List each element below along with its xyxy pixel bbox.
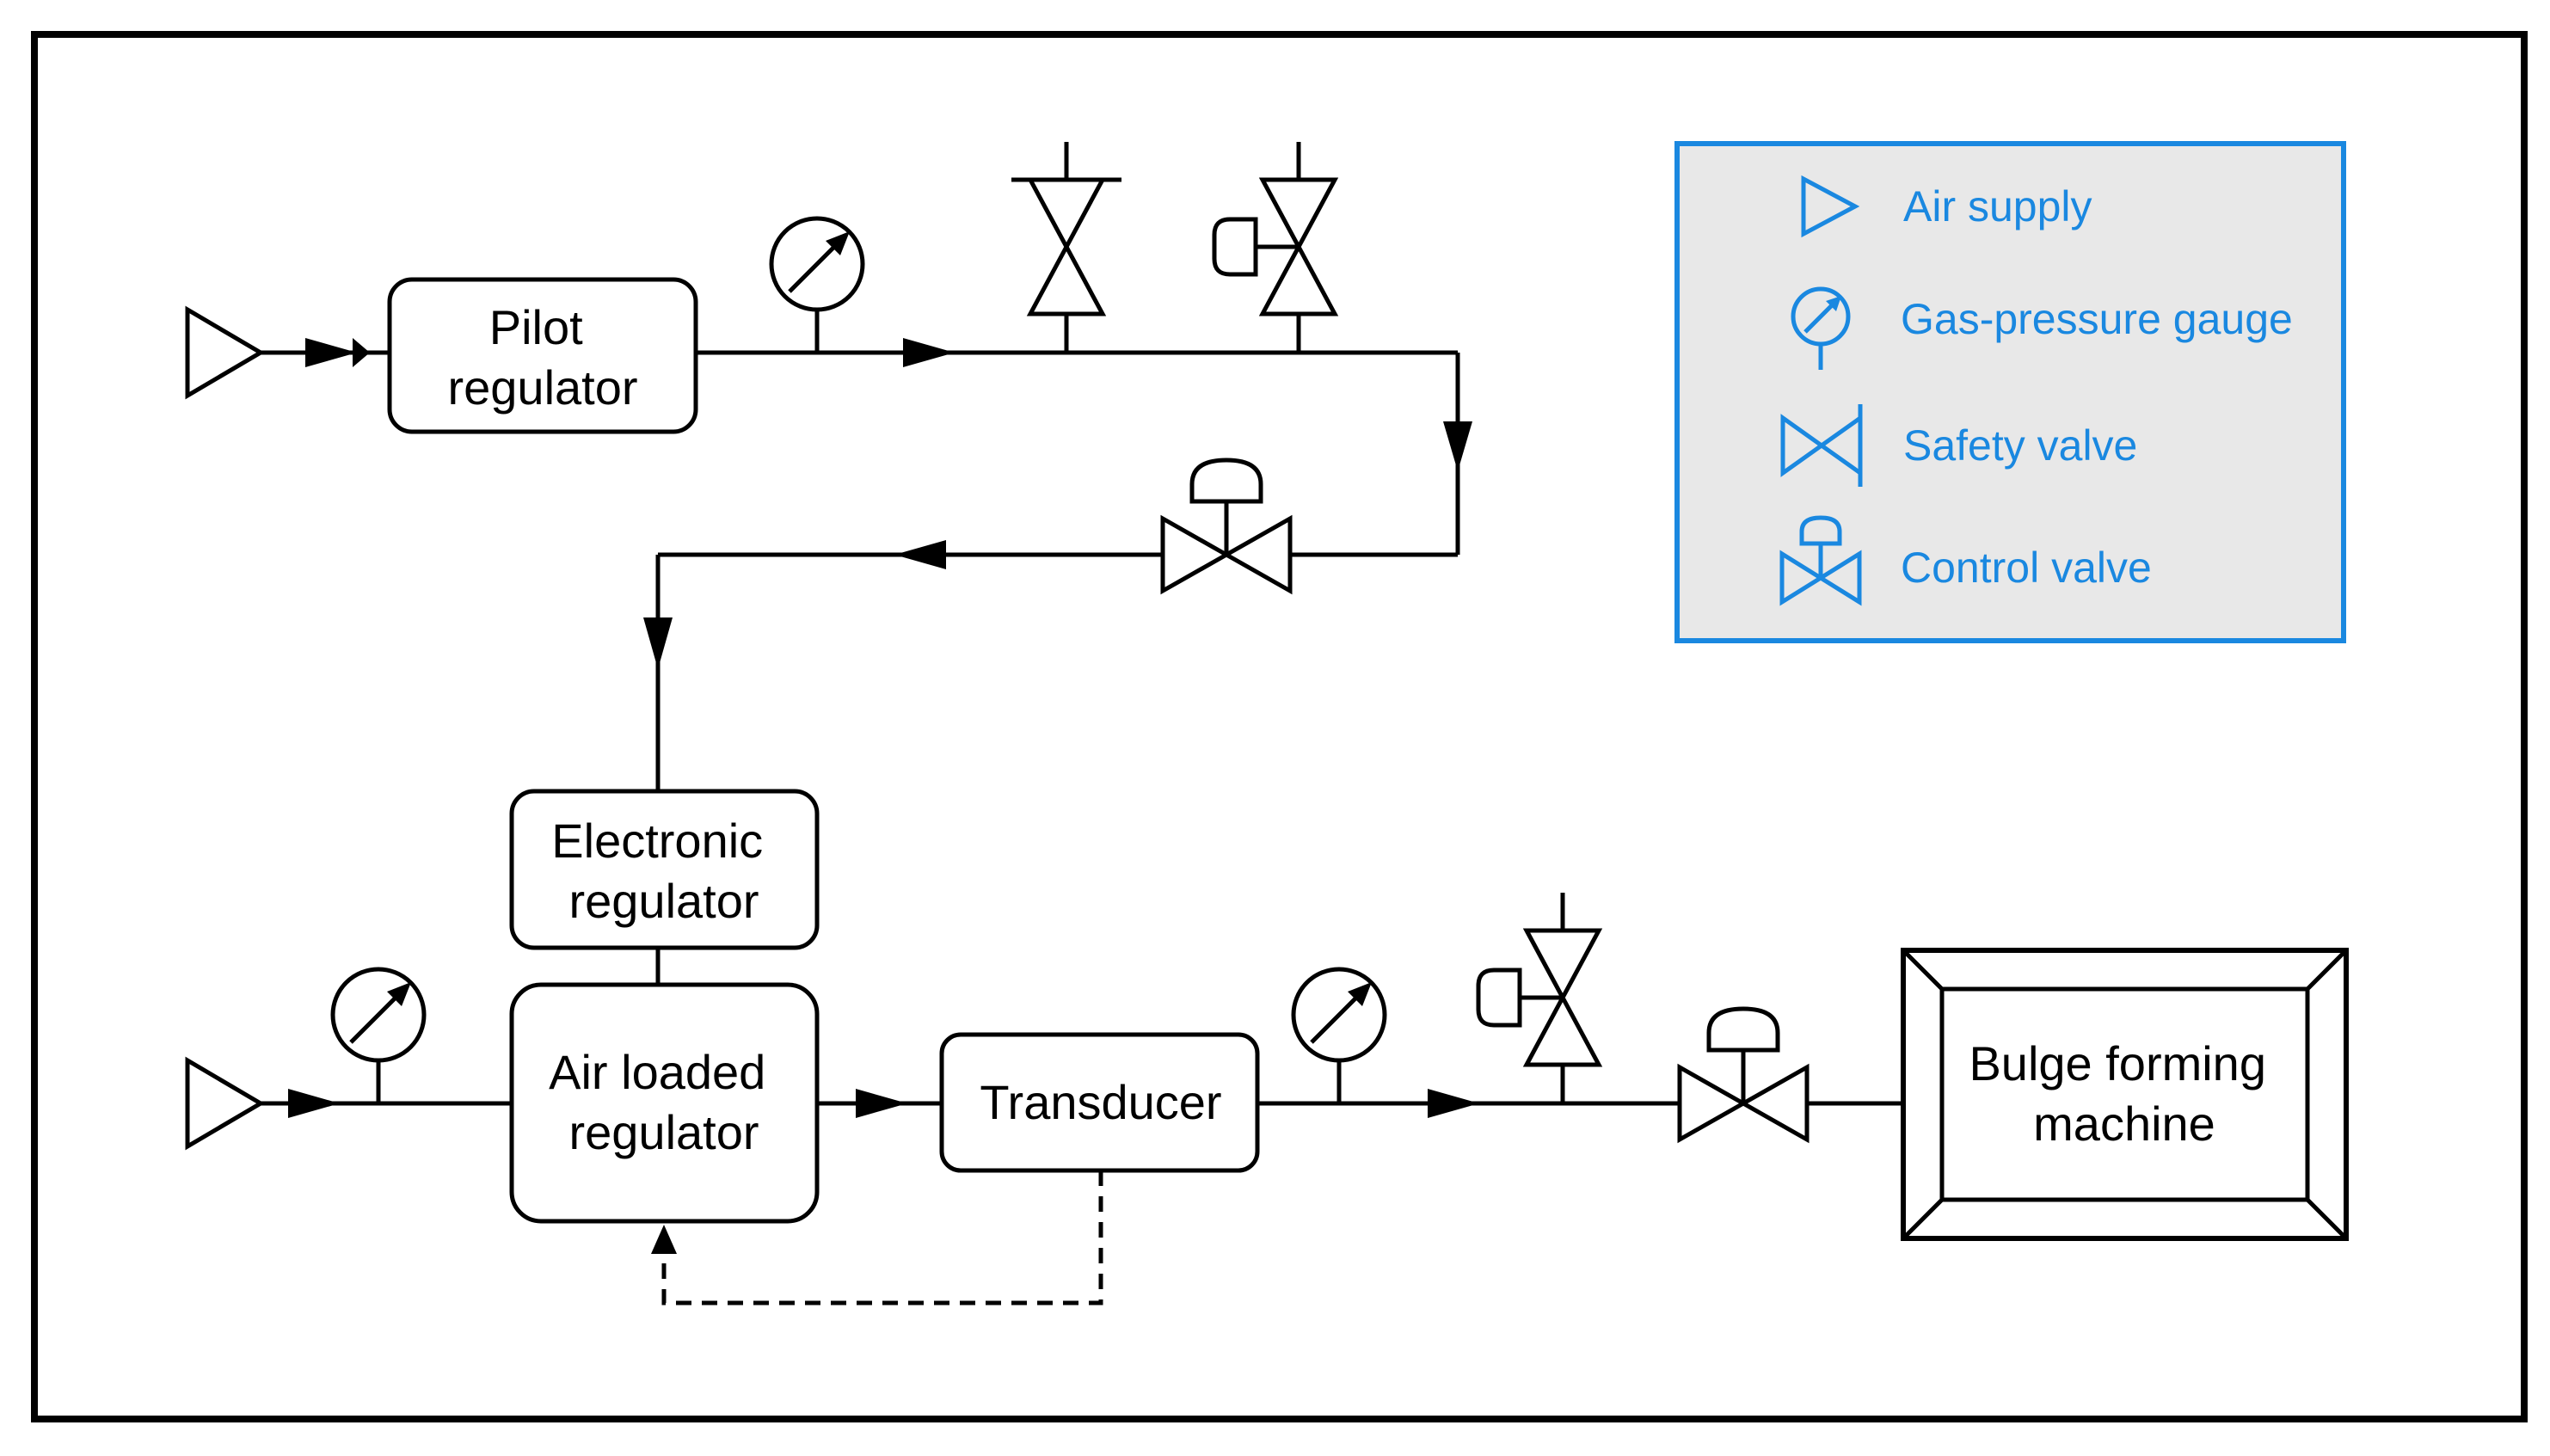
flow-arrow bbox=[643, 617, 673, 669]
top-hand-valve-icon bbox=[1011, 142, 1121, 353]
flow-arrow bbox=[353, 338, 370, 367]
pilot-regulator-block bbox=[387, 277, 698, 434]
bulge-forming-machine-label: Bulge forming machine bbox=[1969, 1036, 2279, 1151]
legend-label-control-valve: Control valve bbox=[1901, 544, 2152, 592]
mid-control-valve-icon bbox=[1163, 460, 1290, 591]
air-supply-icon bbox=[1801, 175, 1860, 238]
bottom-gas-pressure-gauge-icon bbox=[1293, 969, 1385, 1103]
legend-label-safety-valve: Safety valve bbox=[1903, 421, 2137, 470]
electronic-regulator-block bbox=[509, 789, 820, 950]
air-loaded-regulator-line1: Air loaded bbox=[549, 1045, 765, 1099]
bottom-safety-valve-icon bbox=[1478, 893, 1599, 1103]
electronic-regulator-line2: regulator bbox=[568, 874, 759, 928]
bulge-forming-machine-line2: machine bbox=[2033, 1097, 2215, 1151]
control-valve-icon bbox=[1779, 515, 1862, 606]
bottom-left-gas-pressure-gauge-icon bbox=[333, 969, 424, 1103]
bottom-air-supply-icon bbox=[187, 1060, 261, 1146]
legend-label-gas-pressure-gauge: Gas-pressure gauge bbox=[1901, 295, 2293, 343]
flow-arrow bbox=[856, 1089, 907, 1118]
feedback-arrow bbox=[651, 1225, 677, 1254]
flow-arrow bbox=[288, 1089, 340, 1118]
electronic-regulator-line1: Electronic bbox=[551, 814, 763, 868]
bottom-control-valve-icon bbox=[1680, 1009, 1807, 1140]
top-safety-valve-icon bbox=[1214, 142, 1335, 353]
flow-arrow bbox=[305, 338, 357, 367]
outer-frame bbox=[31, 31, 2528, 1422]
flow-arrow bbox=[903, 338, 955, 367]
feedback-signal-line bbox=[661, 1170, 1103, 1305]
flow-arrow bbox=[1443, 421, 1472, 471]
flow-arrow bbox=[894, 540, 946, 569]
bulge-forming-machine-line1: Bulge forming bbox=[1969, 1036, 2266, 1090]
legend-label-air-supply: Air supply bbox=[1903, 182, 2092, 230]
bulge-forming-machine-block bbox=[1901, 948, 2349, 1241]
top-gas-pressure-gauge-icon bbox=[771, 218, 863, 353]
transducer-label: Transducer bbox=[980, 1075, 1221, 1129]
air-loaded-regulator-block bbox=[509, 982, 820, 1224]
top-air-supply-icon bbox=[187, 310, 261, 396]
air-loaded-regulator-line2: regulator bbox=[568, 1105, 759, 1159]
pilot-regulator-line1: Pilot bbox=[489, 300, 583, 354]
safety-valve-icon bbox=[1780, 404, 1863, 487]
air-loaded-regulator-label: Air loaded regulator bbox=[549, 1045, 779, 1159]
electronic-regulator-label: Electronic regulator bbox=[551, 814, 776, 928]
pilot-regulator-line2: regulator bbox=[447, 360, 637, 415]
gas-pressure-gauge-icon bbox=[1791, 286, 1851, 370]
pilot-regulator-label: Pilot regulator bbox=[447, 300, 637, 415]
flow-arrow bbox=[1428, 1089, 1479, 1118]
legend: Air supply Gas-pressure gauge Safety val… bbox=[1674, 141, 2346, 643]
